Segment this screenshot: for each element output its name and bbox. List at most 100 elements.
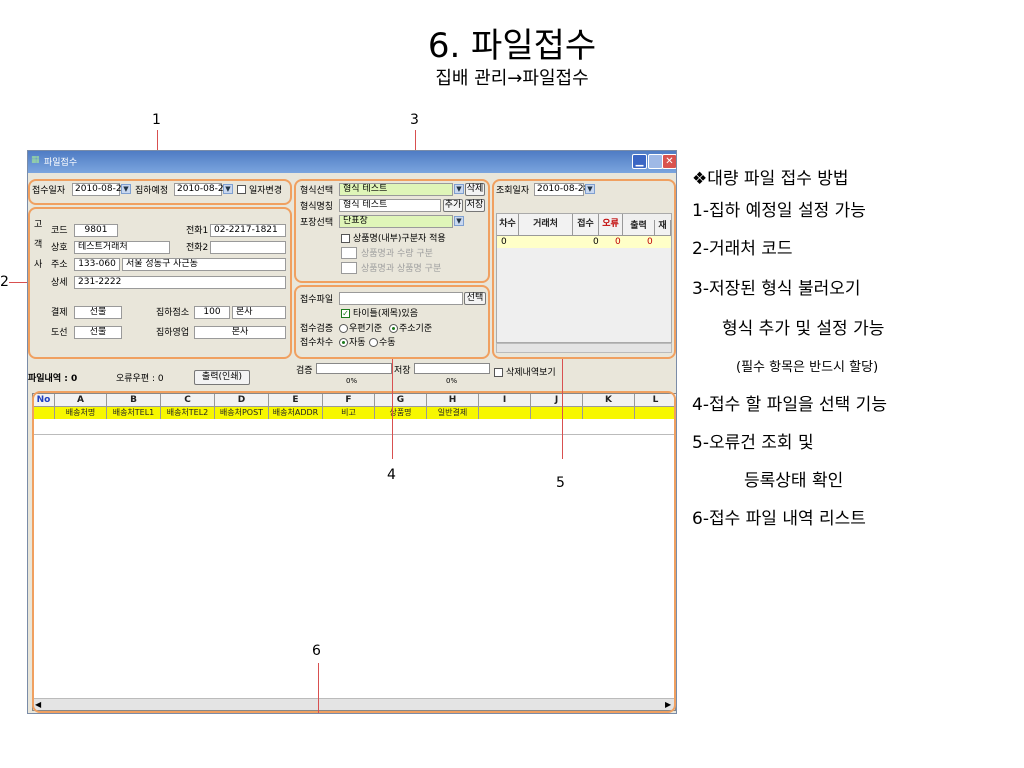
callout-5-line [562,359,563,459]
branch-name-field[interactable]: 본사 [232,306,286,319]
grid-scrollbar[interactable]: ◀ ▶ [33,698,675,710]
branch-code-field[interactable]: 100 [194,306,230,319]
minimize-button[interactable]: ▁ [632,154,647,169]
freight-field[interactable]: 선불 [74,326,122,339]
close-button[interactable]: ✕ [662,154,676,169]
file-count-label: 파일내역 : 0 [28,374,78,384]
sales-field[interactable]: 본사 [194,326,286,339]
scroll-left-icon[interactable]: ◀ [35,700,42,709]
receipt-date-field[interactable]: 2010-08-28 [72,183,127,196]
format-select[interactable]: 형식 테스트 [339,183,453,196]
verify-postal-radio[interactable] [339,324,348,333]
save-format-button[interactable]: 저장 [465,199,485,212]
grid-column-letter[interactable]: K [583,394,635,407]
code-label: 코드 [51,226,68,236]
addr-label: 주소 [51,260,68,270]
grid-column-letter[interactable]: J [531,394,583,407]
callout-6: 6 [312,643,321,659]
save-progress-label: 저장 [394,366,411,376]
query-cell: 0 [501,237,507,247]
callout-5: 5 [556,475,565,491]
notes-line: 6-접수 파일 내역 리스트 [692,509,866,529]
file-path-field[interactable] [339,292,463,305]
separator-option-label: 상품명(내부)구분자 적용 [353,234,446,244]
chevron-down-icon[interactable]: ▼ [454,184,464,194]
grid-column-letter[interactable]: E [269,394,323,407]
order-auto-radio[interactable] [339,338,348,347]
callout-3: 3 [410,112,419,128]
grid-column-letter[interactable]: G [375,394,427,407]
pack-select-label: 포장선택 [300,218,334,228]
grid-column-name [479,407,531,419]
callout-1: 1 [152,112,161,128]
grid-column-name [33,407,55,419]
order-manual-radio[interactable] [369,338,378,347]
customer-side-char: 객 [34,240,43,250]
maximize-button[interactable] [648,154,663,169]
chevron-down-icon[interactable]: ▼ [223,184,233,194]
grid-column-letter[interactable]: D [215,394,269,407]
grid-column-letter[interactable]: L [635,394,676,407]
code-field[interactable]: 9801 [74,224,118,237]
query-header: 출력 [623,220,655,236]
query-header: 거래처 [519,214,573,236]
slide-title: 6. 파일접수 [427,26,597,66]
query-scrollbar[interactable] [496,343,672,353]
name-field[interactable]: 테스트거래처 [74,241,170,254]
chevron-down-icon[interactable]: ▼ [454,216,464,226]
verify-address-label: 주소기준 [399,324,433,334]
separator-checkbox[interactable] [341,234,350,243]
print-button[interactable]: 출력(인쇄) [194,370,250,385]
table-row[interactable] [33,419,675,435]
query-cell: 0 [647,237,653,247]
chevron-down-icon[interactable]: ▼ [121,184,131,194]
phone1-field[interactable]: 02-2217-1821 [210,224,286,237]
query-header: 오류 [599,214,623,236]
grid-column-letter[interactable]: H [427,394,479,407]
verify-address-radio[interactable] [389,324,398,333]
branch-label: 집하점소 [156,308,190,318]
callout-4: 4 [387,467,396,483]
qty-separator-field[interactable] [341,247,357,259]
chevron-down-icon[interactable]: ▼ [585,184,595,194]
detail-field[interactable]: 231-2222 [74,276,286,289]
freight-label: 도선 [51,328,68,338]
address-field[interactable]: 서울 성동구 사근동 [122,258,286,271]
region-5-query [492,179,676,359]
grid-column-letter[interactable]: I [479,394,531,407]
delete-format-button[interactable]: 삭제 [465,183,485,196]
product-separator-field[interactable] [341,262,357,274]
save-progress-bar [414,363,490,374]
deleted-view-checkbox[interactable] [494,368,503,377]
query-row[interactable]: 0 0 0 0 [497,236,671,248]
grid-column-name: 배송처TEL1 [107,407,161,419]
title-row-checkbox[interactable]: ✓ [341,309,350,318]
error-postal-label: 오류우편 : 0 [116,374,164,384]
notes-line: 3-저장된 형식 불러오기 [692,279,861,299]
grid-column-letter[interactable]: F [323,394,375,407]
pickup-date-label: 집하예정 [135,186,169,196]
select-file-button[interactable]: 선택 [464,292,486,305]
grid-column-letter[interactable]: B [107,394,161,407]
callout-2: 2 [0,274,9,290]
query-cell: 0 [593,237,599,247]
format-name-field[interactable]: 형식 테스트 [339,199,441,212]
pay-field[interactable]: 선불 [74,306,122,319]
region-4-file [294,285,490,359]
pack-select[interactable]: 단표장 [339,215,453,228]
query-date-field[interactable]: 2010-08-28 [534,183,589,196]
scroll-right-icon[interactable]: ▶ [665,700,672,709]
verify-progress-label: 검증 [296,366,313,376]
query-header: 재 [655,220,671,236]
grid-column-letter[interactable]: C [161,394,215,407]
phone2-field[interactable] [210,241,286,254]
pickup-date-field[interactable]: 2010-08-28 [174,183,229,196]
add-format-button[interactable]: 추가 [443,199,463,212]
date-change-checkbox[interactable] [237,185,246,194]
grid-column-letter[interactable]: A [55,394,107,407]
customer-side-char: 사 [34,260,43,270]
grid-column-name: 배송처ADDR [269,407,323,419]
zip-field[interactable]: 133-060 [74,258,120,271]
callout-2-line [9,282,31,283]
